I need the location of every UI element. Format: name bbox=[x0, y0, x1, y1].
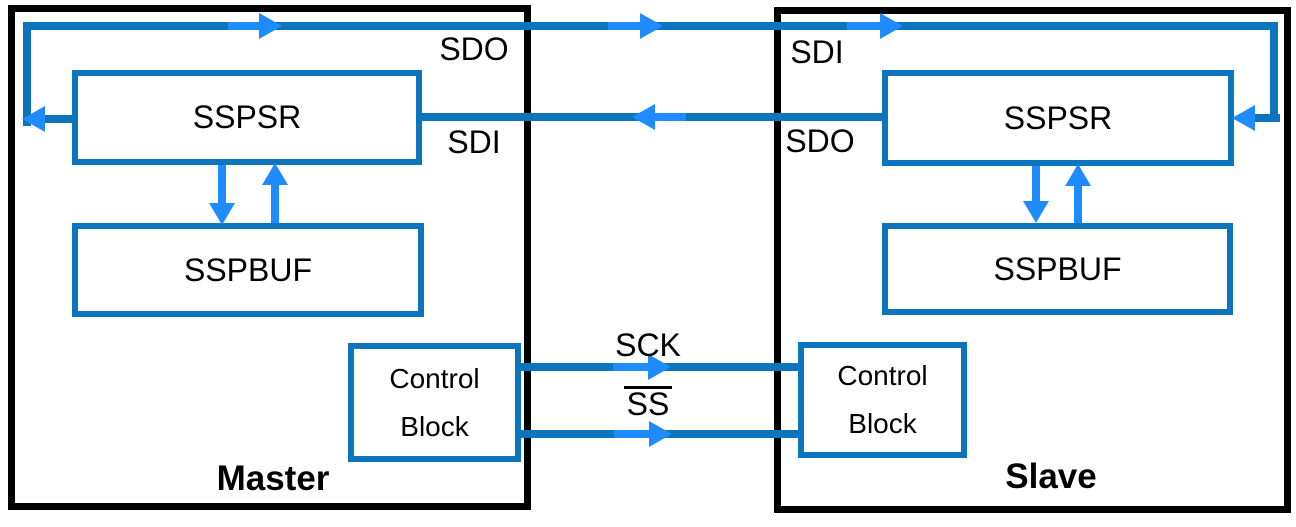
slave-sspbuf-block: SSPBUF bbox=[882, 223, 1233, 315]
sdi-wire-arrow-tail bbox=[652, 113, 686, 121]
master-title: Master bbox=[216, 459, 330, 498]
arrow-right-icon bbox=[880, 13, 903, 39]
slave-pin-label-sdi: SDI bbox=[790, 34, 844, 70]
arrow-up-icon bbox=[1065, 164, 1091, 186]
slave-sspsr-label: SSPSR bbox=[1003, 99, 1113, 136]
ss-wire-arrow-tail bbox=[614, 430, 652, 438]
ss-overline-label: SS bbox=[623, 386, 673, 420]
arrow-right-icon bbox=[649, 421, 672, 447]
master-box bbox=[8, 5, 531, 510]
slave-sspsr-input-segment bbox=[1240, 114, 1280, 122]
master-pin-label-sdi: SDI bbox=[447, 124, 501, 160]
master-pin-label-sdo: SDO bbox=[439, 31, 509, 67]
arrow-down-icon bbox=[1023, 201, 1049, 223]
slave-sspbuf-label: SSPBUF bbox=[993, 250, 1122, 287]
arrow-down-icon bbox=[209, 203, 235, 225]
arrow-up-icon bbox=[262, 163, 288, 185]
master-control-label-line1: Control bbox=[389, 362, 480, 394]
arrow-left-icon bbox=[632, 104, 655, 130]
sdo-wire-arrow-tail-gap bbox=[608, 22, 648, 30]
sck-wire-arrow-tail bbox=[613, 363, 651, 371]
slave-sspsr-to-sspbuf-line bbox=[1032, 166, 1040, 204]
slave-title: Slave bbox=[1005, 457, 1097, 496]
master-control-label-line2: Block bbox=[400, 410, 469, 442]
sdo-sdi-wire-right-riser bbox=[1270, 22, 1278, 122]
master-sspbuf-block: SSPBUF bbox=[72, 223, 424, 317]
master-sspsr-block: SSPSR bbox=[72, 70, 422, 165]
sck-signal-label: SCK bbox=[615, 327, 681, 363]
arrow-right-icon bbox=[259, 13, 282, 39]
arrow-right-icon bbox=[648, 354, 671, 380]
slave-control-label-line1: Control bbox=[837, 360, 928, 391]
master-sspbuf-to-sspsr-line bbox=[271, 185, 279, 223]
sdo-wire-arrow-tail-master bbox=[228, 22, 268, 30]
sdo-sdi-wire-left-riser bbox=[23, 22, 31, 126]
master-sspbuf-label: SSPBUF bbox=[183, 251, 313, 288]
master-sspsr-output-segment bbox=[26, 115, 78, 123]
slave-sspsr-block: SSPSR bbox=[882, 70, 1234, 166]
ss-signal-label: SS bbox=[602, 386, 694, 420]
sdi-wire-arrow-tail-slave bbox=[847, 22, 887, 30]
slave-control-block: Control Block bbox=[798, 342, 967, 458]
slave-sspbuf-to-sspsr-line bbox=[1074, 186, 1082, 223]
master-sspsr-to-sspbuf-line bbox=[218, 165, 226, 207]
arrow-right-icon bbox=[640, 13, 663, 39]
slave-control-label-line2: Block bbox=[848, 408, 917, 439]
arrow-left-icon bbox=[22, 106, 45, 132]
master-control-block: Control Block bbox=[348, 343, 521, 462]
arrow-left-icon bbox=[1232, 105, 1255, 131]
slave-pin-label-sdo: SDO bbox=[785, 123, 855, 159]
master-sspsr-label: SSPSR bbox=[192, 99, 302, 135]
slave-box bbox=[774, 7, 1291, 513]
